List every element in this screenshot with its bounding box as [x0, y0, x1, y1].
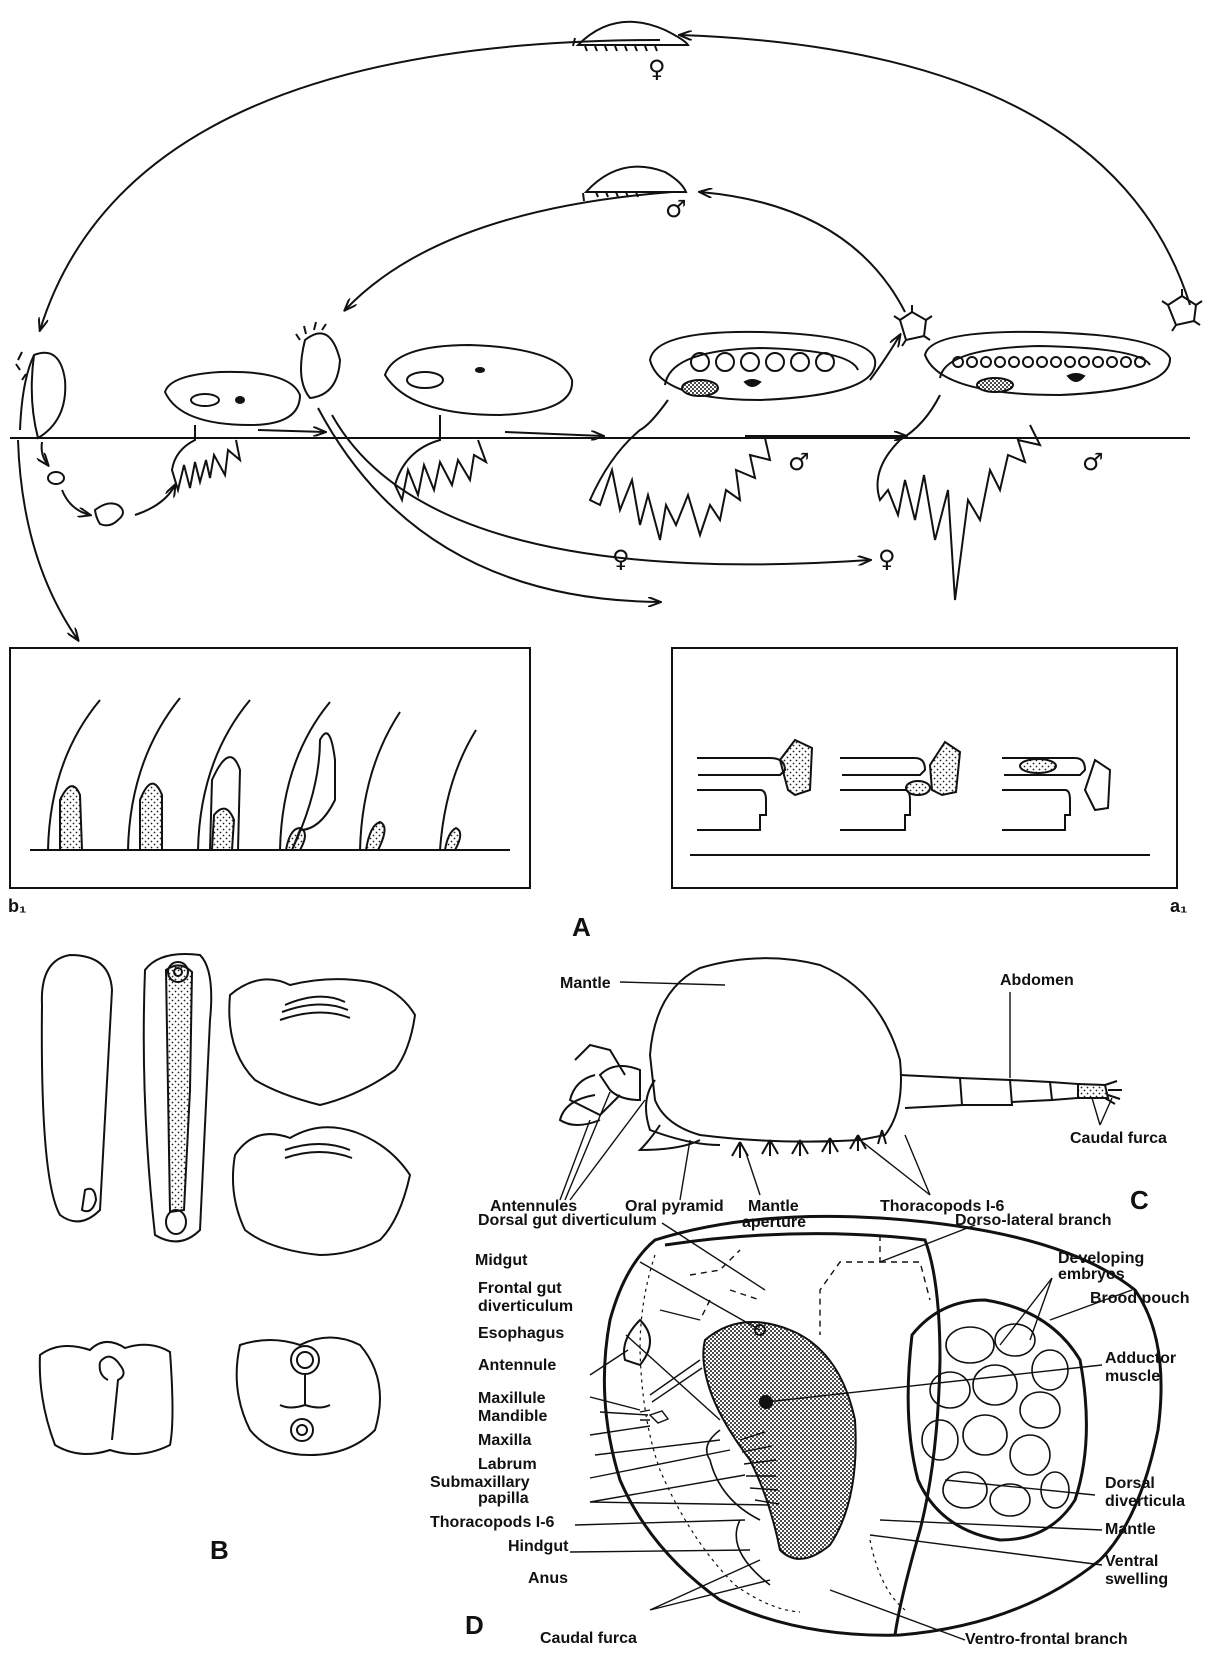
nauplius-right: [1162, 289, 1202, 331]
label-d-dorsal-div-1: Dorsal: [1105, 1475, 1155, 1493]
panel-label-b: B: [210, 1535, 229, 1566]
male-symbol-mid: ♂: [665, 195, 687, 223]
arc-nauplius-to-male: [700, 192, 905, 312]
arrow-down-1: [42, 442, 48, 465]
arrow-right-2: [505, 432, 603, 436]
panel-label-a: A: [572, 912, 591, 943]
adult-externa-2: [878, 332, 1171, 600]
arrow-up-right: [135, 485, 175, 515]
label-d-ventral-1: Ventral: [1105, 1553, 1158, 1571]
inset-b1-hairs: [48, 698, 476, 850]
label-d-hindgut: Hindgut: [508, 1538, 568, 1556]
young-externa: [385, 345, 572, 500]
label-d-anus: Anus: [528, 1570, 568, 1588]
panel-label-c: C: [1130, 1185, 1149, 1216]
label-d-antennule: Antennule: [478, 1357, 556, 1375]
label-d-maxilla: Maxilla: [478, 1432, 531, 1450]
label-d-mandible: Mandible: [478, 1408, 547, 1426]
early-kentrogon: [48, 472, 64, 484]
male-symbol-externa-2: ♂: [1082, 448, 1104, 476]
inset-b1-frame: [10, 648, 530, 888]
label-d-adductor-2: muscle: [1105, 1368, 1160, 1386]
label-c-abdomen: Abdomen: [1000, 972, 1074, 990]
early-rootlet: [95, 503, 123, 525]
label-c-mantle: Mantle: [560, 975, 611, 993]
label-d-caudal-furca: Caudal furca: [540, 1630, 637, 1648]
panel-label-d: D: [465, 1610, 484, 1641]
label-d-thoracopods: Thoracopods I-6: [430, 1514, 554, 1532]
label-d-submax-2: papilla: [478, 1490, 529, 1508]
label-d-developing-2: embryos: [1058, 1266, 1125, 1284]
label-d-mantle: Mantle: [1105, 1521, 1156, 1539]
label-c-mantle-aperture-2: aperture: [742, 1214, 806, 1232]
label-d-frontal-gut-1: Frontal gut: [478, 1280, 562, 1298]
label-d-labrum: Labrum: [478, 1456, 537, 1474]
inset-label-b1: b₁: [8, 896, 26, 917]
female-symbol-externa-2: ♀: [878, 545, 896, 573]
label-d-ventral-2: swelling: [1105, 1571, 1168, 1589]
female-symbol-externa-1: ♀: [612, 545, 630, 573]
arrow-down-2: [62, 490, 90, 515]
female-symbol-top: ♀: [648, 55, 666, 83]
arrow-right-1: [258, 430, 325, 432]
arrow-to-b1: [18, 440, 78, 640]
label-d-maxillule: Maxillule: [478, 1390, 546, 1408]
inset-a1-stages: [697, 740, 1110, 830]
label-d-adductor-1: Adductor: [1105, 1350, 1176, 1368]
label-d-brood-pouch: Brood pouch: [1090, 1290, 1190, 1308]
label-d-dorso-lateral: Dorso-lateral branch: [955, 1212, 1111, 1230]
label-d-dorsal-div-2: diverticula: [1105, 1493, 1185, 1511]
panel-c-leaders: [560, 982, 1112, 1200]
inset-label-a1: a₁: [1170, 896, 1187, 917]
settling-cypris: [16, 352, 65, 438]
label-d-dorsal-gut: Dorsal gut diverticulum: [478, 1212, 657, 1230]
panel-b-drawings: [40, 954, 415, 1455]
arc-female-to-start: [40, 40, 660, 330]
male-symbol-externa-1: ♂: [788, 448, 810, 476]
label-d-ventro-frontal: Ventro-frontal branch: [965, 1631, 1128, 1649]
label-c-caudal-furca: Caudal furca: [1070, 1130, 1167, 1148]
label-d-esophagus: Esophagus: [478, 1325, 564, 1343]
nauplius-mid: [894, 305, 932, 346]
cypris-on-externa: [296, 322, 340, 398]
arc-right-to-female: [680, 35, 1190, 305]
label-d-frontal-gut-2: diverticulum: [478, 1298, 573, 1316]
arc-male-to-juvenile: [345, 192, 672, 310]
female-cypris-top: [573, 22, 688, 51]
label-d-midgut: Midgut: [475, 1252, 527, 1270]
